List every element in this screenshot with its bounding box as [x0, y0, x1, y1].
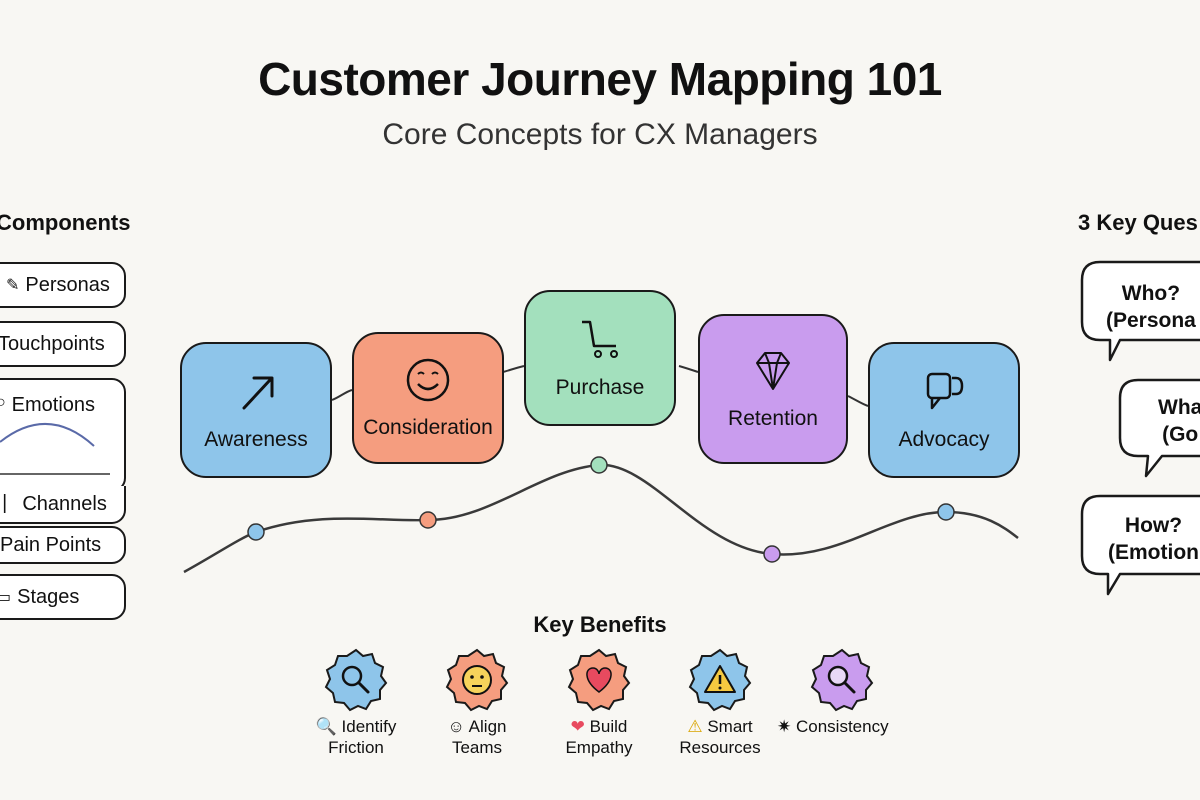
question-line: (Go	[1162, 423, 1199, 447]
component-touchpoints[interactable]: Touchpoints	[0, 321, 126, 367]
benefit-line: Build	[589, 717, 628, 736]
component-label: Personas	[25, 273, 110, 296]
heart-icon	[568, 649, 630, 711]
question-bubble-who: Who? (Persona	[1106, 280, 1196, 335]
page-subtitle: Core Concepts for CX Managers	[382, 118, 818, 151]
component-label: Emotions	[11, 394, 96, 416]
component-label: Pain Points	[0, 533, 102, 556]
question-line: Wha	[1158, 396, 1200, 419]
benefit-line: Smart	[707, 717, 753, 736]
sparkle-icon: ✷	[777, 717, 792, 736]
curve-point-retention	[763, 545, 781, 563]
benefit-line: Consistency	[795, 717, 889, 736]
benefit-build-empathy: ❤ Build Empathy	[534, 716, 664, 759]
benefit-identify-friction: 🔍 Identify Friction	[291, 716, 421, 759]
question-bubble-how: How? (Emotion	[1108, 512, 1199, 567]
magnifier-icon	[811, 649, 873, 711]
component-label: Channels	[22, 492, 107, 515]
bar-icon: ▏	[4, 496, 17, 513]
question-line: (Persona	[1106, 309, 1196, 333]
benefits-heading: Key Benefits	[533, 612, 667, 637]
face-icon	[446, 649, 508, 711]
curve-point-consideration	[419, 511, 437, 529]
component-label: Stages	[17, 585, 80, 608]
curve-point-awareness	[247, 523, 265, 541]
component-channels[interactable]: ▏ Channels	[0, 486, 126, 524]
component-emotions[interactable]: ○ Emotions	[0, 378, 126, 492]
component-stages[interactable]: ▭ Stages	[0, 574, 126, 620]
benefit-line: Teams	[451, 738, 503, 758]
stage-consideration[interactable]: Consideration	[352, 332, 504, 464]
stage-label: Consideration	[363, 416, 493, 439]
question-line: How?	[1124, 514, 1183, 537]
benefit-line: Friction	[328, 738, 384, 758]
stage-label: Purchase	[555, 376, 645, 399]
heart-icon: ❤	[570, 717, 585, 736]
benefit-line: Identify	[341, 717, 397, 736]
question-bubble-shape	[1080, 494, 1200, 596]
magnifier-icon: 🔍	[315, 717, 337, 736]
question-bubble-shape	[1118, 378, 1200, 478]
question-line: Who?	[1121, 282, 1181, 305]
page-title: Customer Journey Mapping 101	[258, 53, 942, 105]
curve-point-advocacy	[937, 503, 955, 521]
speech-bubbles-icon	[926, 372, 964, 410]
shopping-cart-icon	[582, 320, 618, 358]
arrow-up-right-icon	[242, 376, 274, 410]
warning-icon	[689, 649, 751, 711]
stage-label: Retention	[728, 407, 818, 430]
benefit-consistency: ✷ Consistency	[777, 716, 917, 737]
question-bubble-what: Wha (Go	[1158, 394, 1200, 449]
component-pain-points[interactable]: Pain Points	[0, 526, 126, 564]
curve-point-purchase	[590, 456, 608, 474]
circle-icon: ○	[0, 394, 6, 412]
stage-label: Awareness	[204, 428, 308, 451]
smiley-face-icon	[406, 358, 450, 402]
component-personas[interactable]: ✎ Personas	[0, 262, 126, 308]
components-heading: Components	[0, 210, 131, 235]
stage-purchase[interactable]: Purchase	[524, 290, 676, 426]
question-bubble-shape	[1080, 260, 1200, 362]
benefit-line: Align	[468, 717, 507, 736]
warning-icon: ⚠	[687, 717, 703, 736]
stage-awareness[interactable]: Awareness	[180, 342, 332, 478]
chat-bubble-icon: ▭	[0, 587, 11, 607]
benefit-line: Resources	[679, 738, 761, 758]
questions-heading: 3 Key Ques	[1078, 210, 1198, 235]
component-label: Touchpoints	[0, 332, 105, 355]
pencil-icon: ✎	[6, 277, 20, 294]
stage-advocacy[interactable]: Advocacy	[868, 342, 1020, 478]
diamond-icon	[756, 352, 790, 390]
stage-retention[interactable]: Retention	[698, 314, 848, 464]
emotion-graph-icon	[0, 422, 110, 475]
stage-label: Advocacy	[898, 428, 990, 451]
face-icon: ☺	[447, 717, 465, 736]
benefit-align-teams: ☺ Align Teams	[412, 716, 542, 759]
benefit-line: Empathy	[565, 738, 633, 758]
magnifier-icon	[325, 649, 387, 711]
benefit-smart-resources: ⚠ Smart Resources	[655, 716, 785, 759]
question-line: (Emotion	[1108, 541, 1199, 565]
